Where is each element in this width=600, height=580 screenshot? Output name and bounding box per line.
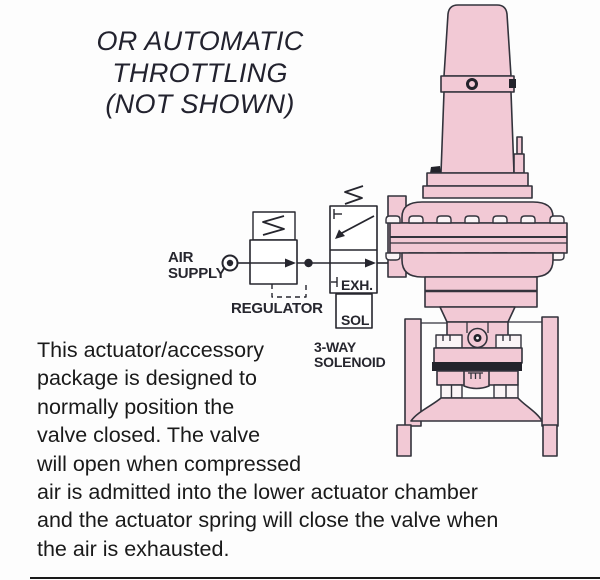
spring-barrel	[440, 91, 515, 174]
exhaust-label: EXH.	[341, 277, 373, 293]
caption-line: and the actuator spring will close the v…	[37, 508, 499, 533]
vent-pin-base	[513, 153, 525, 174]
step-ring-2	[422, 185, 533, 199]
heading-line-1: OR AUTOMATIC	[96, 26, 304, 56]
vent-pin	[516, 136, 523, 155]
caption-line: This actuator/accessory	[37, 338, 265, 362]
flange-bolt-row-top	[385, 215, 565, 224]
air-supply-label: AIR SUPPLY	[168, 249, 226, 282]
heading: OR AUTOMATIC THROTTLING (NOT SHOWN)	[48, 26, 352, 121]
air-supply-label-line2: SUPPLY	[168, 265, 226, 282]
caption-line: the air is exhausted.	[37, 536, 230, 561]
regulator-symbol	[249, 211, 307, 298]
spring-icon	[344, 185, 364, 205]
step-ring-1	[426, 172, 529, 187]
caption-line: package is designed to	[37, 366, 257, 391]
heading-line-3: (NOT SHOWN)	[105, 89, 295, 119]
actuator-collar	[440, 75, 515, 93]
bonnet	[424, 276, 538, 308]
diaphragm-lower-dome	[401, 252, 554, 278]
caption-text: This actuator/accessory package is desig…	[37, 336, 498, 563]
left-clip	[430, 166, 441, 173]
junction-dot	[304, 258, 313, 268]
caption-line: will open when compressed	[37, 451, 302, 476]
three-way-label-line2: SOLENOID	[314, 354, 386, 370]
flow-arrow-icon	[285, 258, 296, 268]
heading-line-2: THROTTLING	[112, 57, 288, 88]
exhaust-arrow-icon	[339, 215, 375, 235]
bottom-rule	[30, 577, 600, 579]
caption-line: air is admitted into the lower actuator …	[37, 480, 478, 505]
spring-icon	[262, 215, 285, 236]
air-port-block	[387, 195, 407, 278]
three-way-solenoid-label: 3-WAY SOLENOID	[314, 340, 386, 370]
neck	[439, 306, 516, 323]
solenoid-abbr-label: SOL	[341, 312, 370, 328]
caption-line: valve closed. The valve	[37, 423, 261, 448]
caption-line: normally position the	[37, 394, 235, 419]
sensing-line-dashed	[271, 284, 307, 298]
collar-bolt	[466, 78, 478, 90]
three-way-solenoid-valve-symbol	[329, 185, 378, 329]
pipe-flange-right	[541, 316, 559, 427]
actuator-top-cap	[443, 4, 512, 77]
foot-right	[542, 424, 558, 457]
three-way-label-line1: 3-WAY	[314, 339, 357, 355]
regulator-label: REGULATOR	[231, 300, 323, 317]
flange-bolt-row-bottom	[385, 252, 565, 261]
diaphragm-upper-dome	[401, 201, 554, 224]
air-supply-label-line1: AIR	[168, 249, 194, 266]
diaphragm-flange	[389, 222, 568, 254]
collar-nub	[509, 79, 516, 88]
flow-arrow-icon	[365, 258, 376, 268]
